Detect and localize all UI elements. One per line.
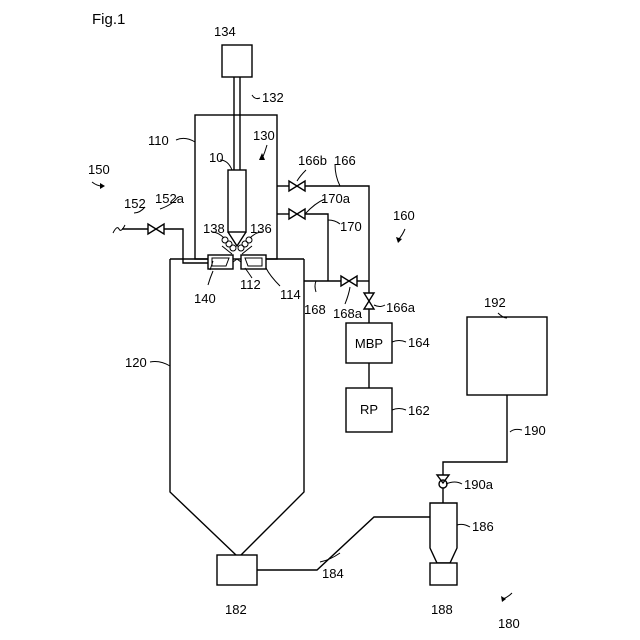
valve-166b <box>289 181 305 191</box>
ref-110: 110 <box>148 133 169 148</box>
ref-164: 164 <box>408 335 430 350</box>
ref-168a: 168a <box>333 306 363 321</box>
check-valve-190a-triangle <box>437 475 449 483</box>
ref-120: 120 <box>125 355 147 370</box>
tank-192 <box>467 317 547 395</box>
ref-166b: 166b <box>298 153 327 168</box>
ref-170: 170 <box>340 219 362 234</box>
main-vessel-120 <box>170 259 304 555</box>
ref-168: 168 <box>304 302 326 317</box>
ref-166a: 166a <box>386 300 416 315</box>
ref-190: 190 <box>524 423 546 438</box>
separator-186 <box>430 503 457 563</box>
ref-184: 184 <box>322 566 344 581</box>
mbp-label: MBP <box>355 336 383 351</box>
ref-162: 162 <box>408 403 430 418</box>
ref-134: 134 <box>214 24 236 39</box>
ref-182: 182 <box>225 602 247 617</box>
ref-112: 112 <box>240 277 261 292</box>
ref-152: 152 <box>124 196 146 211</box>
ref-138: 138 <box>203 221 225 236</box>
valve-170a <box>289 209 305 219</box>
ref-150: 150 <box>88 162 110 177</box>
collector-182 <box>217 555 257 585</box>
sample-10 <box>228 170 246 232</box>
ref-140: 140 <box>194 291 216 306</box>
ref-166: 166 <box>334 153 356 168</box>
ref-170a: 170a <box>321 191 351 206</box>
figure-label: Fig.1 <box>92 11 125 28</box>
line-170-b <box>305 214 328 281</box>
actuator-box-134 <box>222 45 252 77</box>
ref-130: 130 <box>253 128 275 143</box>
valve-168a <box>341 276 357 286</box>
transfer-line-184 <box>257 517 430 570</box>
receiver-188 <box>430 563 457 585</box>
ref-188: 188 <box>431 602 453 617</box>
ref-190a: 190a <box>464 477 494 492</box>
rp-label: RP <box>360 402 378 417</box>
ref-10: 10 <box>209 150 223 165</box>
ref-160: 160 <box>393 208 415 223</box>
valve-166a <box>364 293 374 309</box>
ref-114: 114 <box>280 287 301 302</box>
ref-132: 132 <box>262 90 284 105</box>
ref-136: 136 <box>250 221 272 236</box>
ref-192: 192 <box>484 295 506 310</box>
ref-180: 180 <box>498 616 520 631</box>
ref-152a: 152a <box>155 191 185 206</box>
valve-152a <box>148 224 164 234</box>
line-190 <box>443 395 507 475</box>
ref-186: 186 <box>472 519 494 534</box>
